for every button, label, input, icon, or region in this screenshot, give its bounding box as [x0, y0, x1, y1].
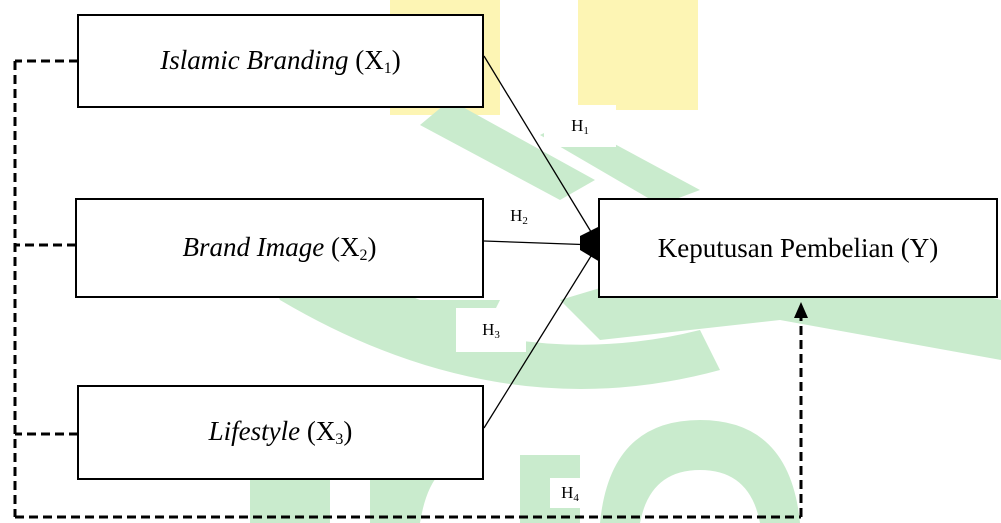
h1-subscript: 1	[583, 124, 589, 137]
x2-label: Brand Image	[182, 231, 325, 262]
arrow-h2	[483, 239, 597, 250]
x2-subscript: 2	[359, 246, 368, 264]
label-h2: H2	[484, 198, 554, 234]
h3-subscript: 3	[494, 328, 500, 341]
h1-letter: H	[571, 115, 584, 135]
x1-close: )	[391, 44, 401, 75]
box-islamic-branding: Islamic Branding (X1)	[77, 14, 484, 108]
label-h1: H1	[544, 105, 616, 147]
h2-subscript: 2	[522, 214, 528, 227]
arrow-h3	[483, 247, 597, 429]
x2-paren: (X	[324, 231, 360, 262]
x1-paren: (X	[348, 44, 384, 75]
box-lifestyle: Lifestyle (X3)	[77, 385, 484, 480]
label-h3: H3	[456, 308, 526, 352]
x3-paren: (X	[300, 416, 336, 446]
h3-letter: H	[482, 319, 495, 339]
x1-label: Islamic Branding	[160, 44, 349, 75]
y-label: Keputusan Pembelian (Y)	[657, 232, 939, 263]
label-h4: H4	[550, 478, 590, 508]
box-brand-image: Brand Image (X2)	[75, 198, 484, 298]
arrow-h1	[483, 55, 597, 241]
h2-letter: H	[510, 205, 523, 225]
dashed-h4-path	[13, 59, 803, 519]
h4-subscript: 4	[573, 491, 579, 504]
x2-close: )	[367, 231, 377, 262]
h4-letter: H	[561, 482, 574, 502]
box-keputusan-pembelian: Keputusan Pembelian (Y)	[598, 198, 998, 298]
x3-label: Lifestyle	[208, 416, 301, 446]
x1-subscript: 1	[383, 59, 392, 77]
x3-subscript: 3	[335, 431, 344, 448]
x3-close: )	[343, 416, 353, 446]
